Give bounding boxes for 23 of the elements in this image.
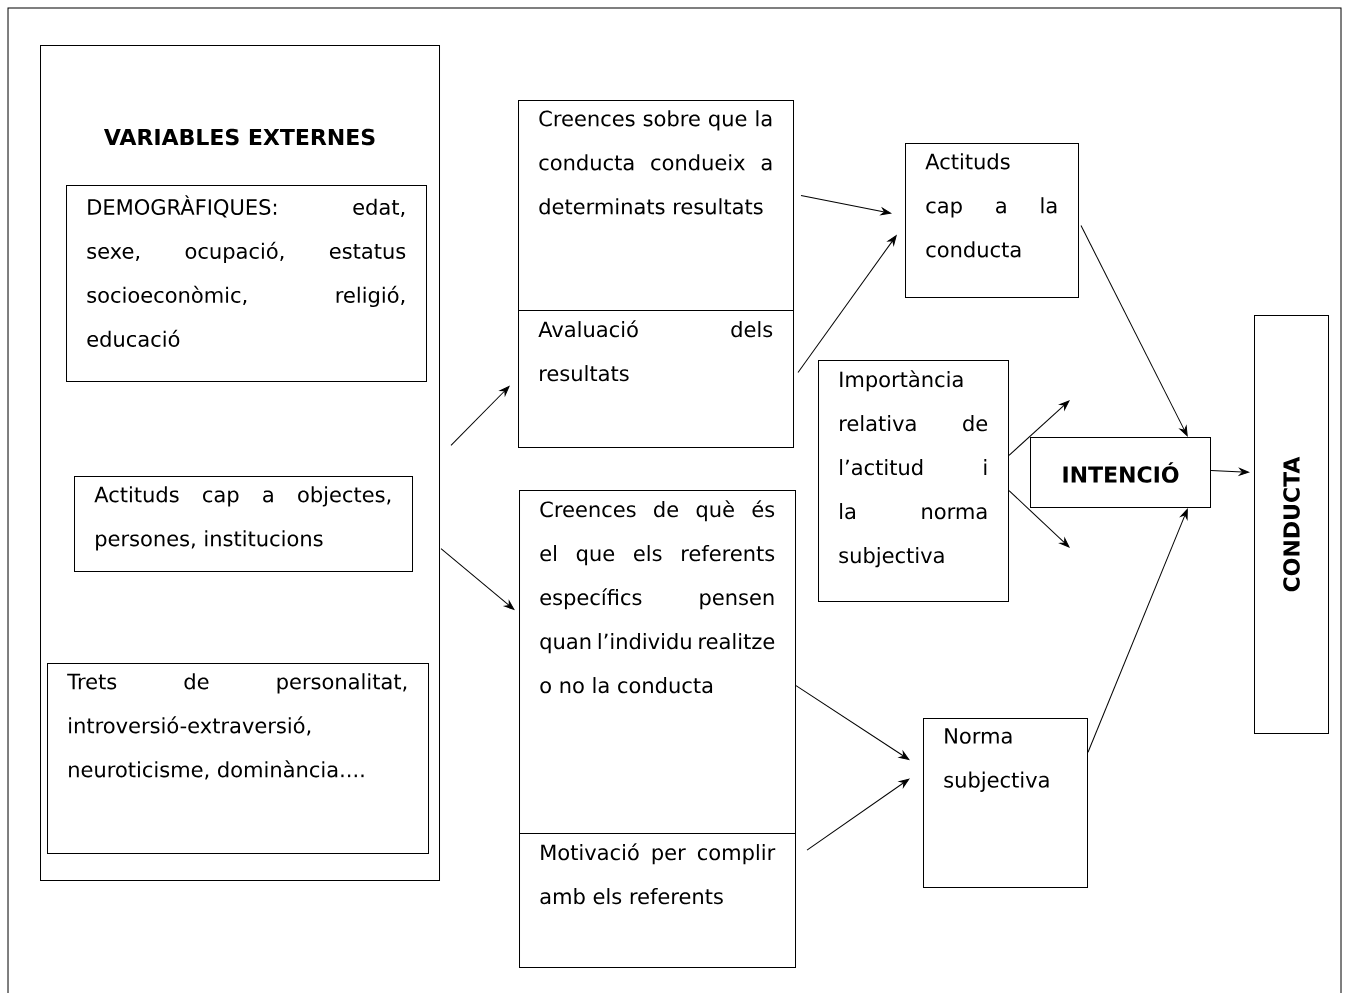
intention-box: INTENCIÓ	[1030, 437, 1211, 508]
arrow	[806, 778, 910, 851]
outcome-box: CONDUCTA	[1254, 315, 1329, 734]
arrow	[450, 386, 510, 446]
arrow	[1080, 225, 1188, 437]
text-box: Trets de personalitat, introversió-extraversió, neuroticisme, dominància....	[47, 663, 429, 854]
text-box: Creences sobre que la conducta condueix a determinats resultats	[518, 100, 794, 311]
text-box: Motivació per complir amb els referents	[519, 833, 796, 968]
arrow	[795, 685, 910, 760]
text-box: Actituds cap a objectes, persones, institucions	[74, 476, 413, 572]
text-box: Avaluació dels resultats	[518, 310, 794, 448]
text-box: Creences de què és el que els referents específics pensen quan l’individu realitze o no la conducta	[519, 490, 796, 834]
text-box: Actituds cap a la conducta	[905, 143, 1079, 298]
text-box: DEMOGRÀFIQUES: edat, sexe, ocupació, estatus socioeconòmic, religió, educació	[66, 185, 427, 382]
text-box: Importància relativa de l’actitud i la norma subjectiva	[818, 360, 1009, 602]
arrow	[797, 235, 897, 373]
text-box: Norma subjectiva	[923, 718, 1088, 888]
arrow	[440, 548, 515, 610]
arrow	[800, 194, 892, 216]
arrow	[1210, 468, 1250, 476]
arrow	[1008, 490, 1070, 548]
arrow	[1008, 400, 1070, 456]
arrow	[1087, 508, 1188, 753]
